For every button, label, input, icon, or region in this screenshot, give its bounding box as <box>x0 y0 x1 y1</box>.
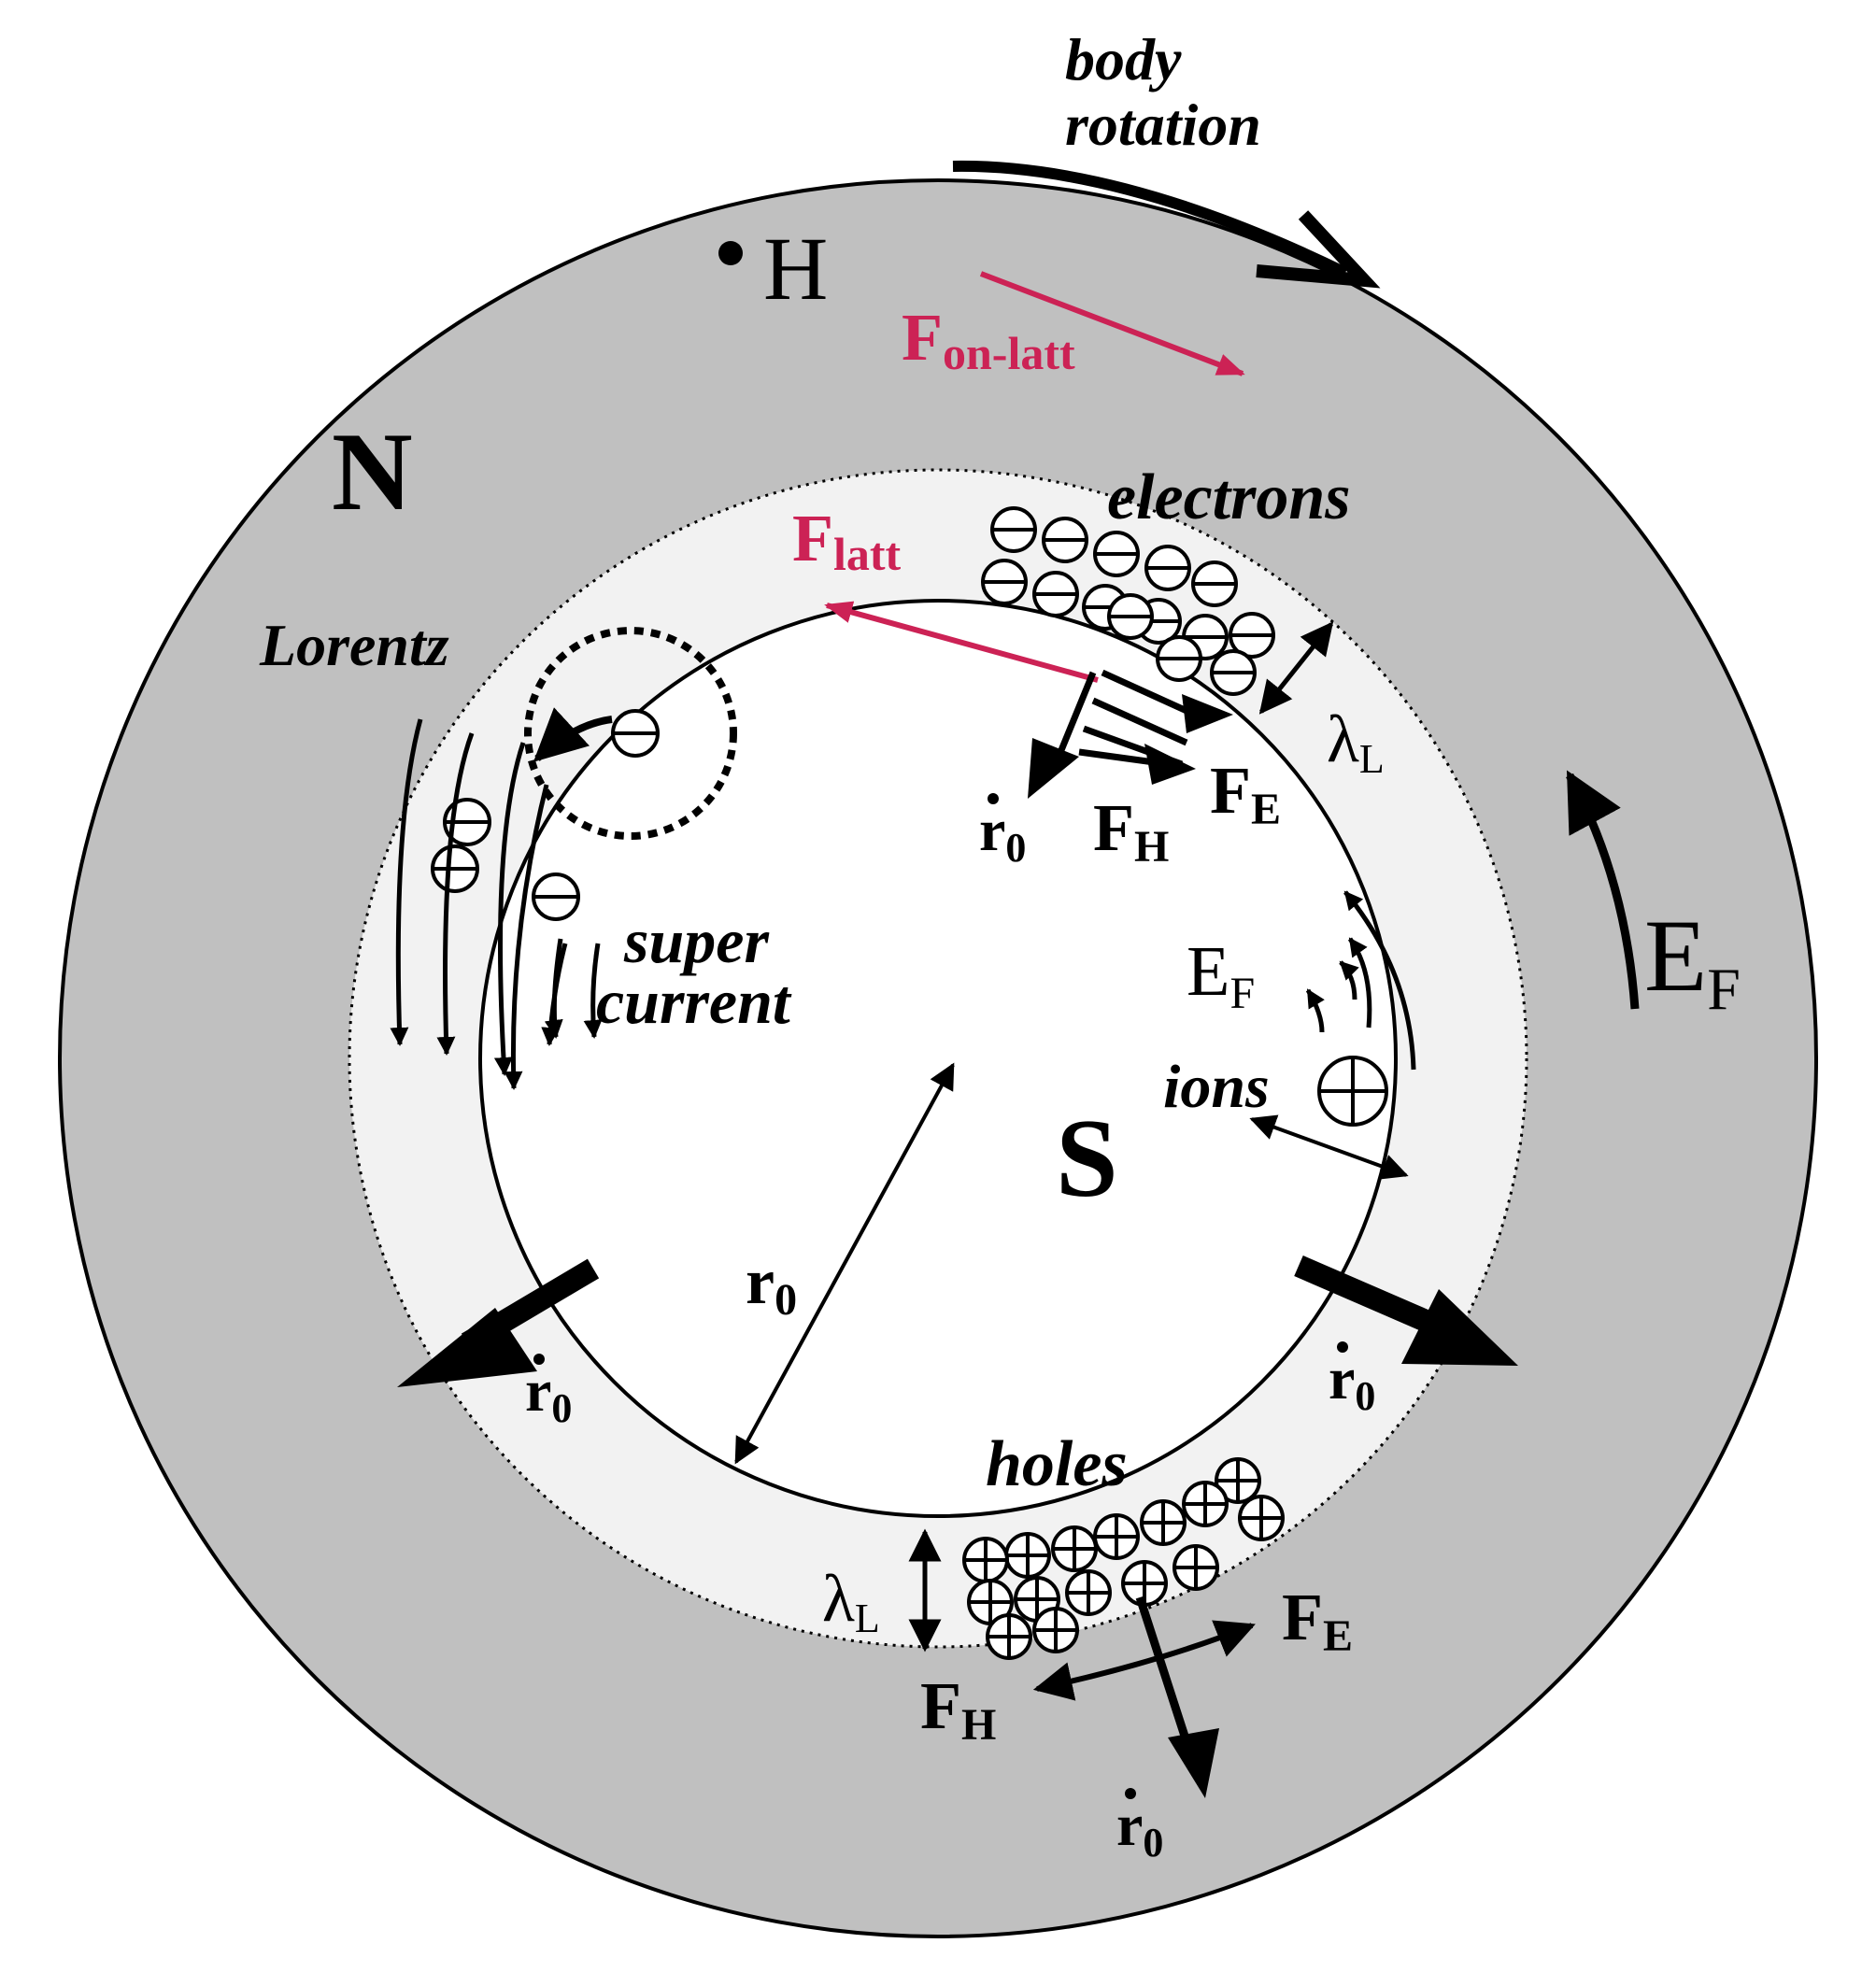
electron-icon <box>1093 531 1140 577</box>
electron-icon <box>1191 560 1238 607</box>
field-label: H <box>763 219 828 319</box>
rdot-left-dot <box>533 1354 545 1365</box>
hole-icon <box>1004 1532 1051 1579</box>
body-rotation-line2: rotation <box>1065 92 1261 158</box>
electron-icon <box>990 506 1037 553</box>
electron-icon <box>431 844 479 893</box>
lambda-top-label: λL <box>1327 702 1385 782</box>
ions-label: ions <box>1163 1053 1270 1121</box>
lambda-top-arrow <box>1258 621 1334 715</box>
body-rotation-line1: body <box>1065 26 1182 92</box>
rdot-bottom-dot <box>1125 1788 1136 1799</box>
field-dot-icon <box>718 241 743 265</box>
rdot-right-label: r0 <box>1329 1345 1375 1419</box>
super-label-line1: super <box>623 905 769 976</box>
ef-inner-arrows <box>1305 890 1416 1071</box>
hole-icon <box>986 1613 1032 1660</box>
electron-icon <box>1156 635 1202 682</box>
hole-icon <box>1051 1525 1098 1572</box>
normal-region-label: N <box>332 409 413 533</box>
hole-icon <box>1032 1607 1079 1653</box>
ions-double-arrow <box>1249 1114 1409 1180</box>
ef-outer-arrow <box>1566 770 1640 1010</box>
fh-bottom-label: FH <box>920 1668 996 1750</box>
hole-icon <box>1065 1569 1112 1616</box>
f-latt-arrow <box>824 601 1099 683</box>
electrons-label: electrons <box>1107 461 1351 533</box>
hole-icon <box>962 1537 1009 1583</box>
fh-top-label: FH <box>1093 790 1169 872</box>
electron-icon <box>611 709 660 758</box>
hole-forces <box>1032 1596 1256 1798</box>
hole-icon <box>1172 1544 1219 1591</box>
super-label-line2: current <box>596 966 792 1037</box>
hole-icon <box>1093 1513 1140 1560</box>
rdot-right-dot <box>1337 1341 1348 1353</box>
f-latt-label: Flatt <box>792 501 902 580</box>
f-on-latt-arrow <box>979 271 1245 376</box>
rdot-left-label: r0 <box>525 1357 572 1431</box>
electron-icon <box>1107 593 1154 640</box>
rdot-top-dot <box>988 793 999 804</box>
lambda-bottom-label: λL <box>822 1561 880 1641</box>
holes-label: holes <box>986 1428 1128 1500</box>
radius-label: r0 <box>746 1246 797 1325</box>
electron-icon <box>981 559 1028 605</box>
hole-icon <box>1182 1481 1229 1527</box>
hole-icon <box>1238 1495 1285 1541</box>
rdot-bottom-label: r0 <box>1116 1792 1163 1865</box>
electron-icon <box>1210 649 1257 696</box>
body-rotation-arrowhead <box>1256 210 1381 289</box>
super-region-label: S <box>1056 1096 1118 1220</box>
radial-velocity-arrows <box>397 1255 1518 1387</box>
electron-icon <box>532 872 580 921</box>
hole-icon <box>1140 1499 1187 1546</box>
electron-icon <box>1032 571 1079 617</box>
f-on-latt-label: Fon-latt <box>902 300 1075 379</box>
electron-cluster <box>981 506 1275 696</box>
ef-inner-label: EF <box>1187 932 1255 1018</box>
electron-forces <box>1028 669 1233 799</box>
ion-icon <box>1317 1056 1388 1127</box>
electron-icon <box>1042 517 1088 563</box>
loose-particles <box>431 709 1388 1127</box>
lorentz-label: Lorentz <box>259 612 449 678</box>
hole-icon <box>1215 1457 1261 1504</box>
fe-top-label: FE <box>1210 753 1281 834</box>
rdot-top-label: r0 <box>979 797 1026 871</box>
superconducting-core <box>478 599 1398 1518</box>
supercurrent-arrows <box>390 718 603 1090</box>
fe-bottom-label: FE <box>1282 1580 1353 1661</box>
hole-icon <box>1121 1560 1168 1607</box>
electron-icon <box>1144 545 1191 591</box>
lorentz-circle <box>524 627 737 840</box>
ef-outer-label: EF <box>1644 899 1741 1022</box>
radius-arrow <box>734 1062 955 1465</box>
body-rotation-arrow <box>952 160 1348 278</box>
lorentz-curve-arrow <box>533 707 613 762</box>
